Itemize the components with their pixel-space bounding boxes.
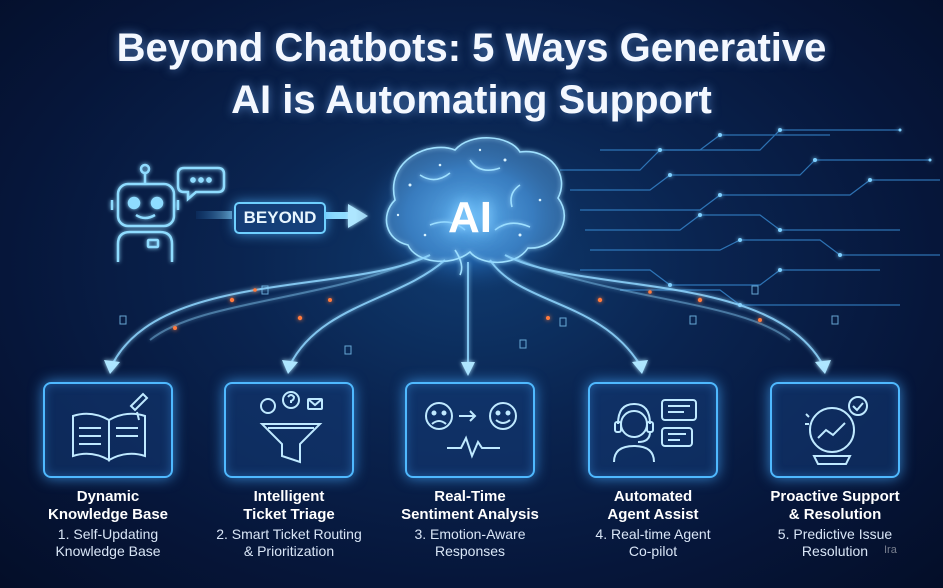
open-book-icon <box>72 392 149 462</box>
crystal-ball-icon <box>805 396 868 465</box>
robot-icon <box>110 163 180 262</box>
label-title-line-2: Agent Assist <box>607 506 699 523</box>
document-icons <box>119 285 839 355</box>
label-sentiment-analysis: Real-Time Sentiment Analysis 3. Emotion-… <box>380 488 560 560</box>
label-title-line-1: Proactive Support <box>770 488 900 505</box>
card-sentiment-analysis <box>405 382 535 478</box>
label-desc-line-2: Co-pilot <box>628 543 678 559</box>
funnel-icon <box>259 391 323 464</box>
label-desc-line-1: 3. Emotion-Aware <box>414 526 526 542</box>
label-desc-line-1: 1. Self-Updating <box>57 526 159 542</box>
label-title-line-1: Dynamic <box>76 488 140 505</box>
label-title-line-1: Real-Time <box>434 488 506 505</box>
card-knowledge-base <box>43 382 173 478</box>
speech-bubble-icon <box>176 166 226 202</box>
headset-agent-icon <box>613 399 697 463</box>
label-ticket-triage: Intelligent Ticket Triage 2. Smart Ticke… <box>199 488 379 560</box>
label-desc-line-2: Knowledge Base <box>55 543 161 559</box>
sentiment-faces-icon <box>425 402 517 459</box>
title-line-1: Beyond Chatbots: 5 Ways Generative <box>116 26 827 70</box>
label-proactive-support: Proactive Support & Resolution 5. Predic… <box>745 488 925 560</box>
label-desc-line-2: Resolution <box>801 543 869 559</box>
label-title-line-1: Automated <box>613 488 693 505</box>
label-desc-line-1: 4. Real-time Agent <box>595 526 711 542</box>
circuit-traces <box>560 129 940 306</box>
label-title-line-2: & Resolution <box>788 506 882 523</box>
card-ticket-triage <box>224 382 354 478</box>
flow-lines <box>111 254 824 366</box>
label-desc-line-2: Responses <box>434 543 506 559</box>
label-title-line-1: Intelligent <box>253 488 325 505</box>
beyond-badge: BEYOND <box>234 202 326 234</box>
label-title-line-2: Ticket Triage <box>243 506 335 523</box>
label-knowledge-base: Dynamic Knowledge Base 1. Self-Updating … <box>18 488 198 560</box>
label-agent-assist: Automated Agent Assist 4. Real-time Agen… <box>563 488 743 560</box>
label-desc-line-1: 2. Smart Ticket Routing <box>216 526 362 542</box>
label-title-line-2: Knowledge Base <box>47 506 169 523</box>
label-title-line-2: Sentiment Analysis <box>401 506 539 523</box>
circuit-nodes <box>658 128 932 307</box>
title-line-2: AI is Automating Support <box>231 78 712 122</box>
flow-arrowheads <box>104 360 831 376</box>
watermark-text: Ira <box>884 544 897 556</box>
label-desc-line-1: 5. Predictive Issue <box>777 526 893 542</box>
ai-label: AI <box>448 193 492 242</box>
flow-sparks <box>173 288 762 330</box>
brain-sparkles <box>396 148 542 237</box>
brain-icon <box>385 137 565 276</box>
card-agent-assist <box>588 382 718 478</box>
page-title: Beyond Chatbots: 5 Ways Generative AI is… <box>0 22 943 126</box>
label-desc-line-2: & Prioritization <box>243 543 335 559</box>
card-proactive-support <box>770 382 900 478</box>
